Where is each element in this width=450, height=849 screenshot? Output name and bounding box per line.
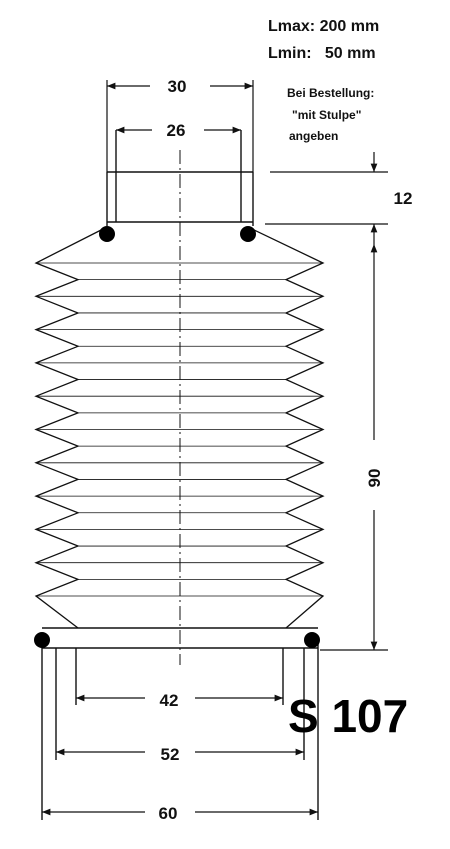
dim-collar-height-label: 12 — [394, 189, 413, 208]
lmin-spec: Lmin: 50 mm — [268, 45, 376, 62]
dim-bottom-middle-label: 52 — [161, 745, 180, 764]
bellows-left-profile — [34, 227, 106, 629]
bottom-collar — [41, 627, 319, 820]
bottom-left-ring — [34, 632, 50, 648]
bellows-folds — [34, 227, 325, 629]
order-note-line3: angeben — [289, 129, 339, 143]
lmax-spec: Lmax: 200 mm — [268, 18, 380, 35]
dim-bottom-inner-label: 42 — [160, 691, 179, 710]
dim-top-outer — [106, 80, 254, 172]
dim-top-inner-label: 26 — [167, 121, 186, 140]
dim-bellows-length-label: 90 — [365, 469, 384, 488]
order-note-line2: "mit Stulpe" — [292, 108, 362, 122]
part-number: S 107 — [288, 690, 409, 742]
top-collar — [106, 130, 254, 226]
dim-bellows-length — [320, 244, 388, 651]
dim-collar-height — [265, 152, 388, 244]
dim-bottom-outer-label: 60 — [159, 804, 178, 823]
bottom-right-ring — [304, 632, 320, 648]
order-note-line1: Bei Bestellung: — [287, 86, 375, 100]
top-left-ring — [99, 226, 115, 242]
top-right-ring — [240, 226, 256, 242]
bellows-right-profile — [249, 227, 325, 629]
dim-top-outer-label: 30 — [168, 77, 187, 96]
